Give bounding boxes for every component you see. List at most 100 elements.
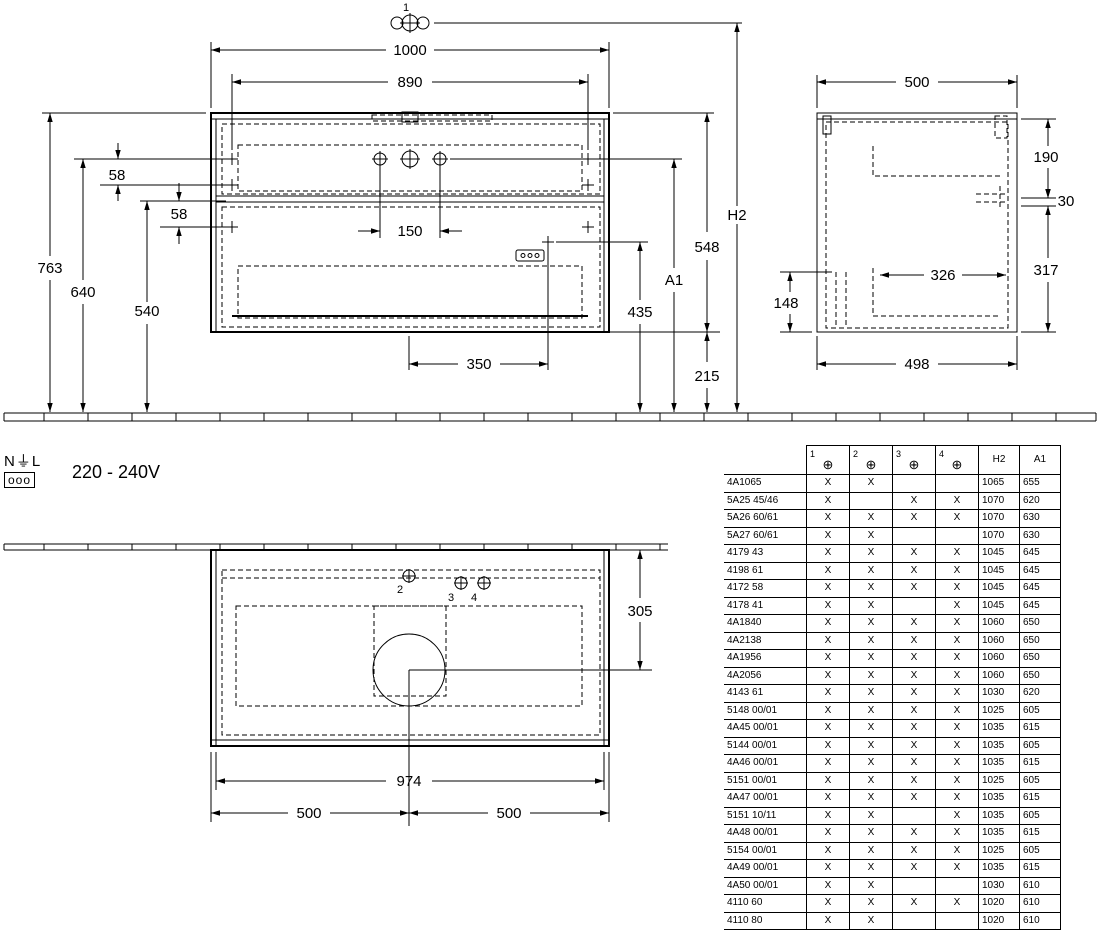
tap-icon: ⊕: [865, 456, 877, 472]
table-cell-a1: 630: [1019, 526, 1061, 545]
table-cell-h2: 1035: [978, 719, 1020, 738]
label-tap-2: 2: [397, 584, 403, 596]
table-cell-c4: X: [935, 509, 979, 528]
table-cell-c4: X: [935, 806, 979, 825]
table-cell-h2: 1020: [978, 894, 1020, 913]
table-cell-c1: X: [806, 579, 850, 598]
table-cell-h2: 1060: [978, 631, 1020, 650]
col-h2: H2: [978, 445, 1020, 475]
dim-1000: 1000: [393, 42, 426, 59]
table-cell-c4: X: [935, 649, 979, 668]
table-cell-model: 4A1065: [724, 474, 807, 493]
table-cell-a1: 605: [1019, 701, 1061, 720]
table-cell-c4: X: [935, 579, 979, 598]
table-cell-h2: 1035: [978, 824, 1020, 843]
ground-symbol-icon: N⏚L: [4, 453, 42, 470]
table-cell-a1: 645: [1019, 579, 1061, 598]
table-cell-model: 4179 43: [724, 544, 807, 563]
socket-icon: ooo: [4, 472, 36, 488]
table-cell-c1: X: [806, 649, 850, 668]
dim-305: 305: [627, 603, 652, 620]
table-cell-c2: X: [849, 824, 893, 843]
table-cell-c3: [892, 876, 936, 895]
tap-marks-top: [402, 569, 491, 590]
table-cell-c1: X: [806, 806, 850, 825]
table-cell-h2: 1070: [978, 491, 1020, 510]
table-cell-c4: X: [935, 719, 979, 738]
table-cell-a1: 615: [1019, 789, 1061, 808]
table-cell-a1: 645: [1019, 544, 1061, 563]
table-cell-h2: 1030: [978, 684, 1020, 703]
col-a1: A1: [1019, 445, 1061, 475]
table-cell-a1: 615: [1019, 824, 1061, 843]
top-view: 2 3 4 305 974 500 500: [3, 543, 668, 826]
table-cell-c2: X: [849, 649, 893, 668]
table-cell-c2: X: [849, 701, 893, 720]
table-cell-model: 5151 00/01: [724, 771, 807, 790]
table-cell-model: 4A2138: [724, 631, 807, 650]
table-cell-h2: 1035: [978, 859, 1020, 878]
table-cell-c2: X: [849, 561, 893, 580]
table-cell-a1: 615: [1019, 719, 1061, 738]
label-tap-3: 3: [448, 592, 454, 604]
table-cell-c4: X: [935, 491, 979, 510]
dim-640: 640: [70, 284, 95, 301]
table-cell-c1: X: [806, 824, 850, 843]
table-cell-model: 4A1956: [724, 649, 807, 668]
table-cell-h2: 1070: [978, 526, 1020, 545]
table-cell-c2: X: [849, 894, 893, 913]
table-cell-c4: X: [935, 666, 979, 685]
table-cell-c1: X: [806, 894, 850, 913]
table-cell-c2: X: [849, 754, 893, 773]
table-cell-c1: X: [806, 684, 850, 703]
table-cell-c2: X: [849, 789, 893, 808]
dim-a1: A1: [665, 272, 683, 289]
table-cell-c2: X: [849, 631, 893, 650]
col-tap-1: 1⊕: [806, 445, 850, 475]
table-cell-h2: 1025: [978, 771, 1020, 790]
table-cell-c2: X: [849, 526, 893, 545]
table-cell-c1: X: [806, 596, 850, 615]
table-cell-h2: 1060: [978, 614, 1020, 633]
table-cell-h2: 1035: [978, 806, 1020, 825]
dim-317: 317: [1033, 262, 1058, 279]
table-cell-c3: X: [892, 894, 936, 913]
table-cell-c3: [892, 474, 936, 493]
table-cell-c4: X: [935, 736, 979, 755]
table-cell-a1: 645: [1019, 561, 1061, 580]
table-cell-model: 4110 80: [724, 911, 807, 930]
dim-500-right: 500: [496, 805, 521, 822]
table-cell-model: 5A25 45/46: [724, 491, 807, 510]
table-cell-c2: X: [849, 841, 893, 860]
table-cell-c3: X: [892, 824, 936, 843]
table-cell-c3: X: [892, 684, 936, 703]
col-tap-3: 3⊕: [892, 445, 936, 475]
table-cell-c2: X: [849, 509, 893, 528]
table-cell-a1: 610: [1019, 911, 1061, 930]
table-cell-c4: X: [935, 824, 979, 843]
table-cell-c4: X: [935, 841, 979, 860]
side-view: 500 498 190 30 317 148 326: [773, 74, 1074, 373]
electrical-symbol: N⏚L ooo: [4, 454, 41, 489]
table-cell-model: 5151 10/11: [724, 806, 807, 825]
table-cell-c1: X: [806, 491, 850, 510]
table-cell-c2: X: [849, 544, 893, 563]
table-cell-model: 5A26 60/61: [724, 509, 807, 528]
table-cell-h2: 1045: [978, 544, 1020, 563]
voltage-label: 220 - 240V: [72, 462, 161, 482]
dim-215: 215: [694, 368, 719, 385]
table-cell-c4: X: [935, 754, 979, 773]
dim-974: 974: [396, 773, 421, 790]
table-cell-c4: [935, 876, 979, 895]
dim-150: 150: [397, 223, 422, 240]
